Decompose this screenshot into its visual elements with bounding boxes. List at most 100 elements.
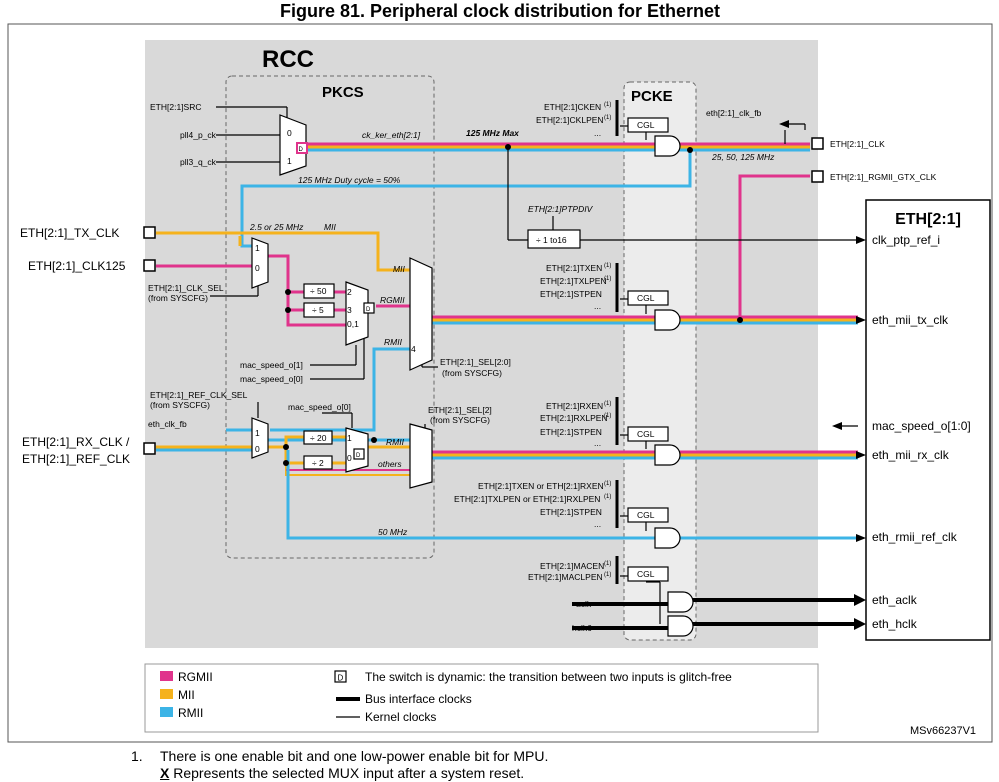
rxlpen-label: ETH[2:1]RXLPEN — [540, 413, 608, 423]
and-gate-3 — [654, 444, 681, 466]
others-label: others — [378, 459, 402, 469]
rgmii-gtx-pin — [811, 170, 824, 183]
legend-rmii-swatch — [160, 707, 173, 717]
dots-1: ... — [594, 128, 601, 138]
svg-text:(1): (1) — [604, 481, 611, 487]
refclk-sel-1: ETH[2:1]_REF_CLK_SEL — [150, 390, 248, 400]
stpen2-label: ETH[2:1]STPEN — [540, 427, 602, 437]
eth-block-label: ETH[2:1] — [895, 211, 961, 228]
svg-text:D: D — [356, 453, 361, 459]
pkcs-block — [225, 75, 435, 559]
tx-clk-pin — [143, 226, 156, 239]
clk-sel-label-1: ETH[2:1]_CLK_SEL — [148, 283, 224, 293]
maclpen-label: ETH[2:1]MACLPEN — [528, 572, 603, 582]
div2-box — [303, 455, 333, 470]
mux1-src: 1 — [287, 156, 292, 166]
cken-label: ETH[2:1]CKEN — [544, 102, 601, 112]
legend-rgmii-swatch — [160, 671, 173, 681]
svg-text:(1): (1) — [604, 561, 611, 567]
rx-output-mux — [409, 423, 433, 489]
stpen1-label: ETH[2:1]STPEN — [540, 289, 602, 299]
div50-text: ÷ 50 — [310, 286, 327, 296]
port-ptp: clk_ptp_ref_i — [872, 233, 940, 247]
figure-frame — [7, 23, 993, 743]
mac-speed1-label: mac_speed_o[1] — [240, 360, 303, 370]
cgl-text-3: CGL — [637, 429, 655, 439]
tx-input-mux — [251, 237, 269, 289]
max125-label: 125 MHz Max — [466, 128, 520, 138]
ptpdiv-label: ETH[2:1]PTPDIV — [528, 204, 594, 214]
mux0-rx: 0 — [255, 444, 260, 454]
port-rx: eth_mii_rx_clk — [872, 448, 950, 462]
svg-text:(1): (1) — [604, 276, 611, 282]
tx-bus — [432, 315, 858, 325]
cklpen-label: ETH[2:1]CKLPEN — [536, 115, 604, 125]
clk-out-label: ETH[2:1]_CLK — [830, 139, 885, 149]
mhz50-label: 50 MHz — [378, 527, 408, 537]
mux1-rxs: 1 — [347, 433, 352, 443]
mux0-tx: 0 — [255, 263, 260, 273]
duty-label: 125 MHz Duty cycle = 50% — [298, 175, 401, 185]
legend-mii-swatch — [160, 689, 173, 699]
clk125-pin — [143, 259, 156, 272]
cgl-5 — [627, 566, 669, 582]
dyn-switch-speed — [363, 302, 375, 314]
port-mac-speed: mac_speed_o[1:0] — [872, 419, 971, 433]
legend-kernel: Kernel clocks — [365, 710, 436, 724]
mux0-src: 0 — [287, 128, 292, 138]
and-gate-1 — [654, 135, 681, 157]
div20-text: ÷ 20 — [310, 433, 327, 443]
svg-text:D: D — [366, 307, 371, 313]
ptp-div-text: ÷ 1 to16 — [536, 235, 567, 245]
sel2-label-2: (from SYSCFG) — [430, 415, 490, 425]
ptp-div-box — [527, 229, 581, 249]
svg-text:(1): (1) — [604, 115, 611, 121]
legend-mii: MII — [178, 688, 195, 702]
mux2-speed: 2 — [347, 287, 352, 297]
mux1-rx: 1 — [255, 428, 260, 438]
cgl-text-1: CGL — [637, 120, 655, 130]
src-sel-label: ETH[2:1]SRC — [150, 102, 202, 112]
rmii-loop-line — [240, 150, 692, 248]
cgl-text-4: CGL — [637, 510, 655, 520]
div5-text: ÷ 5 — [312, 305, 324, 315]
eth-block — [865, 199, 991, 641]
stpen3-label: ETH[2:1]STPEN — [540, 507, 602, 517]
svg-text:(1): (1) — [604, 494, 611, 500]
clk-out-pin — [811, 137, 824, 150]
dots-4: ... — [594, 519, 601, 529]
cgl-1 — [627, 117, 669, 133]
legend-rmii: RMII — [178, 706, 203, 720]
svg-text:(1): (1) — [604, 572, 611, 578]
figure-ref: MSv66237V1 — [910, 725, 976, 737]
rx-clk-pin — [143, 442, 156, 455]
cgl-2 — [627, 290, 669, 306]
legend-switch: The switch is dynamic: the transition be… — [365, 670, 732, 684]
dots-3: ... — [594, 438, 601, 448]
mii-tx-line — [156, 231, 412, 272]
svg-text:D: D — [299, 147, 304, 153]
rgmii-gtx-label: ETH[2:1]_RGMII_GTX_CLK — [830, 172, 937, 182]
rx-bus — [432, 450, 858, 460]
freqs-label: 25, 50, 125 MHz — [711, 152, 775, 162]
txrx-lpen-label: ETH[2:1]TXLPEN or ETH[2:1]RXLPEN — [454, 494, 600, 504]
div50-box — [303, 283, 335, 299]
div20-box — [303, 430, 333, 445]
rx-clk-label-2: ETH[2:1]_REF_CLK — [22, 452, 130, 466]
mac-speed0b-label: mac_speed_o[0] — [288, 402, 351, 412]
refclk-sel-2: (from SYSCFG) — [150, 400, 210, 410]
rgmii-gtx-line — [738, 174, 810, 318]
pll4-label: pll4_p_ck — [180, 130, 217, 140]
macen-label: ETH[2:1]MACEN — [540, 561, 604, 571]
speed-mux — [345, 281, 369, 346]
clk125-label: ETH[2:1]_CLK125 — [28, 259, 126, 273]
aclk-label: aclk — [576, 599, 592, 609]
svg-text:(1): (1) — [604, 401, 611, 407]
port-rmii-ref: eth_rmii_ref_clk — [872, 530, 958, 544]
svg-text:(1): (1) — [604, 263, 611, 269]
footnote-x-line: X Represents the selected MUX input afte… — [160, 765, 525, 781]
tx-output-mux — [409, 257, 433, 371]
div2-text: ÷ 2 — [312, 458, 324, 468]
dyn-switch-rx — [353, 448, 365, 460]
